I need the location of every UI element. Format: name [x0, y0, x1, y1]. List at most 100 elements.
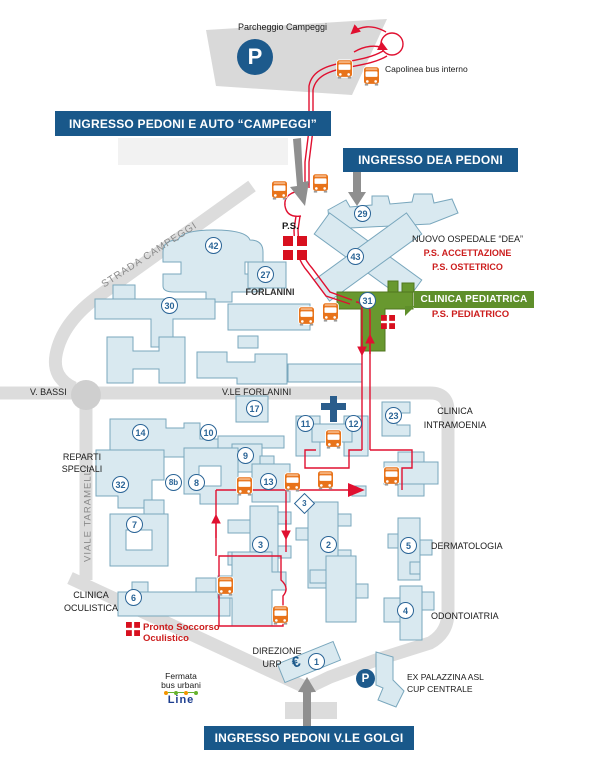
dermatologia-label: DERMATOLOGIA: [431, 541, 503, 551]
building-43-marker: 43: [347, 248, 364, 265]
bus-icon: [312, 173, 329, 193]
route-arrow-to-loop: [353, 41, 388, 53]
bus-icon: [325, 429, 342, 449]
line-logo-dots: [164, 690, 198, 695]
first-aid-cross-icon: [381, 315, 395, 329]
banner-ingresso-golgi: INGRESSO PEDONI V.LE GOLGI: [204, 726, 414, 750]
building-9-marker: 9: [237, 447, 254, 464]
bus-icon: [271, 180, 288, 200]
route-terminal-loop: [380, 32, 404, 56]
building-ex-palazzina-asl: [375, 651, 405, 708]
golgi-entrance-arrow: [298, 677, 316, 728]
building-4-arm2: [421, 591, 435, 611]
v-bassi-label: V. BASSI: [30, 387, 67, 397]
building-7-marker: 7: [126, 516, 143, 533]
building-1-marker: 1: [308, 653, 325, 670]
building-3-arm1: [227, 519, 251, 534]
bus-icon: [284, 472, 301, 492]
route-bottom-loop: [218, 555, 287, 627]
urp-label: URP: [262, 659, 282, 669]
building-30-annex: [112, 284, 136, 300]
bus-icon: [236, 476, 253, 496]
building-27-marker: 27: [257, 266, 274, 283]
buildings: [94, 193, 459, 708]
road-viale-golgi: [67, 572, 310, 694]
building-4-arm1: [383, 597, 401, 623]
bus-icon: [217, 576, 234, 596]
odontoiatria-label: ODONTOIATRIA: [431, 611, 499, 621]
capolinea-label: Capolinea bus interno: [385, 64, 468, 74]
clinica-intramoenia-label-1: CLINICA: [437, 406, 473, 416]
building-clinica-pediatrica: [336, 280, 415, 352]
building-43: [313, 212, 423, 302]
bus-icon: [383, 466, 400, 486]
building-8-marker: 8: [188, 474, 205, 491]
route-main-b: [308, 55, 388, 188]
building-mid-1: [196, 351, 288, 385]
parking-icon: P: [356, 669, 375, 688]
building-6: [117, 591, 231, 617]
building-2-marker: 2: [320, 536, 337, 553]
line-logo-text: Line: [167, 694, 195, 706]
bus-icon: [317, 470, 334, 490]
building-2-arm1: [337, 513, 352, 527]
forlanini-label: FORLANINI: [245, 287, 295, 297]
building-8b-marker: 8b: [165, 474, 182, 491]
road-strada-campeggi: [48, 180, 256, 394]
dot-link: [188, 692, 194, 693]
roads: [0, 180, 455, 694]
bus-icon: [298, 306, 315, 326]
building-31-marker: 31: [359, 292, 376, 309]
bus-icon: [336, 59, 353, 79]
building-42-marker: 42: [205, 237, 222, 254]
route-east-branch: [370, 449, 413, 490]
dot-link: [168, 692, 174, 693]
building-23-marker: 23: [385, 407, 402, 424]
building-7-annex: [143, 499, 165, 515]
dot-link: [178, 692, 184, 693]
pronto-soccorso-label-1: Pronto Soccorso: [143, 622, 220, 633]
clinica-intramoenia-label-2: INTRAMOENIA: [423, 420, 487, 430]
building-29-marker: 29: [354, 205, 371, 222]
building-mid-2: [287, 363, 363, 383]
pediatrica-top2: [401, 282, 415, 293]
building-5-arm3: [409, 561, 421, 575]
building-7-courtyard: [125, 529, 153, 551]
ps-accettazione-label: P.S. ACCETTAZIONE: [423, 248, 512, 258]
building-42: [162, 229, 264, 303]
bus-icon: [363, 66, 380, 86]
reparti-speciali-label-2: SPECIALI: [61, 464, 103, 474]
reparti-speciali-label-1: REPARTI: [62, 452, 102, 462]
line-bus-logo: Line: [152, 690, 210, 706]
first-aid-cross-icon: [126, 622, 140, 636]
pronto-soccorso-label-2: Oculistico: [143, 633, 189, 644]
building-5-arm2: [419, 539, 433, 556]
direzione-label: DIREZIONE: [252, 646, 302, 656]
fermata-label-1: Fermata: [165, 671, 197, 681]
parking-icon: P: [237, 39, 273, 75]
building-14-marker: 14: [132, 424, 149, 441]
banner-ingresso-campeggi: INGRESSO PEDONI E AUTO “CAMPEGGI”: [55, 111, 331, 136]
viale-taramelli-label: VIALE TARAMELLI: [82, 465, 94, 562]
ex-palazzina-label-2: CUP CENTRALE: [407, 684, 473, 694]
route-main-a: [304, 50, 384, 188]
building-h-block: [106, 336, 186, 384]
building-10-marker: 10: [200, 424, 217, 441]
ps-label: P.S.: [282, 221, 299, 232]
building-32-marker: 32: [112, 476, 129, 493]
building-6-annex2: [195, 577, 217, 593]
building-3-marker: 3: [252, 536, 269, 553]
building-6-marker: 6: [125, 589, 142, 606]
bus-stop-3-number: 3: [302, 498, 307, 508]
building-17-marker: 17: [246, 400, 263, 417]
route-arrow-to-parking: [350, 24, 387, 35]
dot-icon: [184, 690, 188, 695]
dot-icon: [164, 690, 168, 695]
building-forlanini: [227, 303, 311, 331]
pediatrica-banner-flag: [405, 306, 415, 316]
roundabout: [71, 380, 101, 410]
clinica-oculistica-label-1: CLINICA: [73, 590, 109, 600]
banner-ingresso-dea: INGRESSO DEA PEDONI: [343, 148, 518, 172]
pediatrica-main: [336, 291, 414, 352]
